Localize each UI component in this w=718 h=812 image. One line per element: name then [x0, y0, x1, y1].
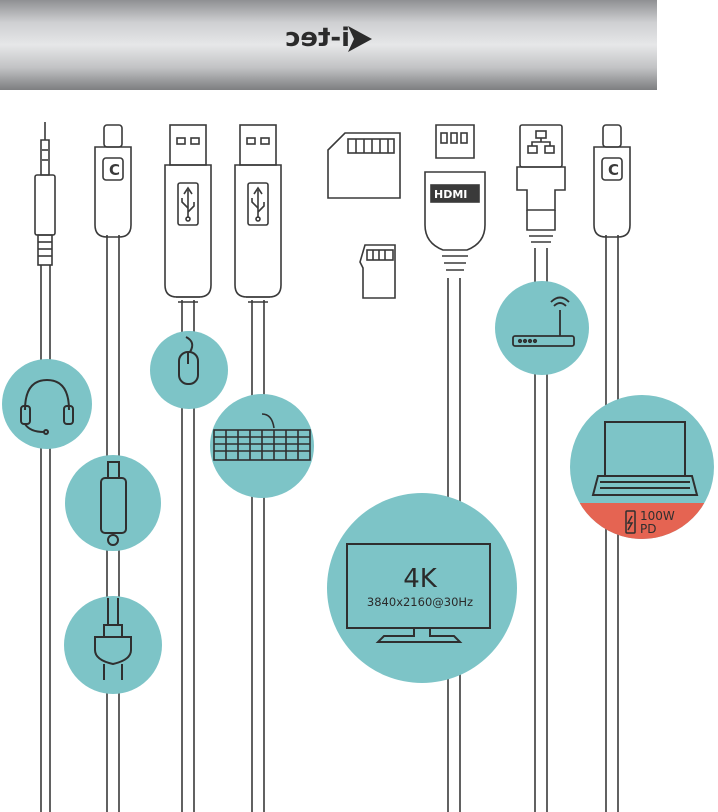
usbc-connector-left: C: [94, 124, 132, 238]
monitor-bubble: 4K 3840x2160@30Hz: [327, 493, 517, 683]
keyboard-bubble: [210, 394, 314, 498]
power-plug-icon: [94, 598, 132, 680]
router-bubble: [495, 281, 589, 375]
logo-arrow-icon: [348, 26, 372, 52]
router-icon: [512, 296, 575, 347]
usb-symbol-icon: [181, 186, 195, 222]
hub-metal-body: [0, 0, 657, 90]
pd-band: [570, 503, 714, 539]
hdmi-connector: HDMI: [424, 124, 486, 271]
headset-icon: [20, 378, 74, 435]
power-bubble: [64, 596, 162, 694]
laptop-bubble: 100W PD: [570, 395, 714, 539]
usbc-connector-right: C: [593, 124, 631, 238]
network-icon: [527, 130, 555, 154]
display-spec: 3840x2160@30Hz: [367, 595, 473, 609]
pd-wattage: 100W: [640, 509, 675, 523]
monitor-icon: [346, 543, 491, 643]
i-tec-logo: i-tec: [285, 23, 372, 53]
phone-icon: [100, 461, 127, 546]
laptop-icon: [591, 421, 699, 496]
rj45-connector: [516, 124, 566, 243]
mouse-icon: [178, 336, 199, 385]
display-resolution: 4K: [403, 564, 438, 594]
pd-label: PD: [640, 522, 656, 536]
docking-station-hub: i-tec: [0, 0, 657, 90]
mouse-bubble: [150, 331, 228, 409]
usba-connector-2: [234, 124, 282, 303]
usbc-badge: C: [109, 161, 120, 179]
microsd-card: [359, 244, 396, 299]
keyboard-icon: [213, 413, 311, 461]
usba-connector-1: [164, 124, 212, 303]
audio-jack-connector: [34, 122, 56, 266]
brand-logo-text: i-tec: [285, 23, 350, 53]
usb-symbol-icon: [251, 186, 265, 222]
hdmi-label: HDMI: [434, 188, 467, 201]
sd-card: [327, 132, 401, 199]
headset-bubble: [2, 359, 92, 449]
battery-bolt-icon: [625, 510, 636, 534]
phone-bubble: [65, 455, 161, 551]
device-bubbles: 4K 3840x2160@30Hz: [2, 281, 714, 694]
usbc-badge: C: [608, 161, 619, 179]
